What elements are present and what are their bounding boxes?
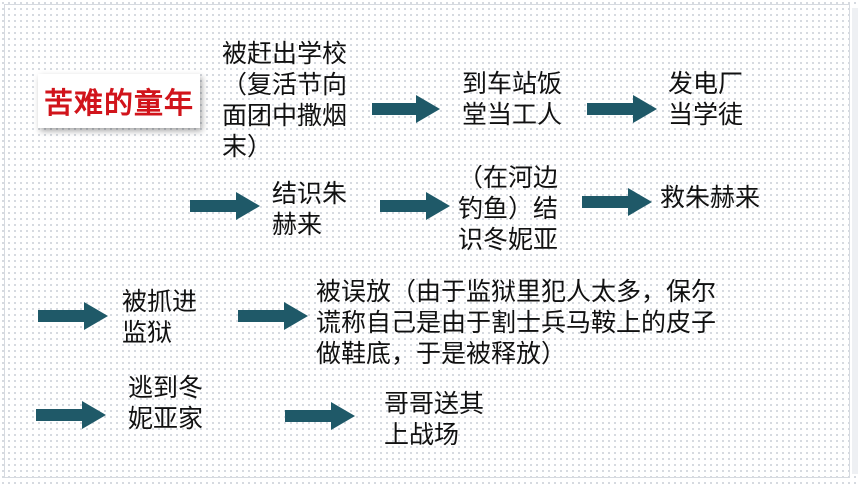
arrow-1 [372, 95, 440, 123]
node-power-plant: 发电厂 当学徒 [668, 69, 744, 129]
title-box: 苦难的童年 [38, 74, 200, 128]
arrow-9 [285, 402, 355, 430]
node-arrested: 被抓进 监狱 [122, 287, 198, 347]
arrow-6 [38, 302, 108, 330]
node-meet-dongniya: （在河边 钓鱼）结 识冬妮亚 [458, 163, 559, 254]
arrow-3 [190, 192, 260, 220]
arrow-2 [587, 95, 657, 123]
node-save-zhuhelai: 救朱赫来 [660, 183, 761, 212]
node-flee-to-dongniya: 逃到冬 妮亚家 [128, 373, 204, 433]
node-brother-sends-to-war: 哥哥送其 上战场 [384, 389, 485, 449]
arrow-5 [582, 188, 652, 216]
slide-frame [4, 4, 850, 478]
arrow-8 [36, 401, 106, 429]
arrow-7 [238, 302, 308, 330]
scrollbar[interactable] [852, 8, 858, 474]
node-station-canteen: 到车站饭 堂当工人 [462, 69, 563, 129]
node-meet-zhuhelai: 结识朱 赫来 [272, 179, 348, 239]
arrow-4 [380, 192, 450, 220]
diagram-title: 苦难的童年 [43, 86, 194, 120]
node-released-by-mistake: 被误放（由于监狱里犯人太多，保尔 谎称自己是由于割士兵马鞍上的皮子 做鞋底，于是… [316, 277, 717, 368]
node-expelled-from-school: 被赶出学校 （复活节向 面团中撒烟 末） [222, 39, 348, 161]
